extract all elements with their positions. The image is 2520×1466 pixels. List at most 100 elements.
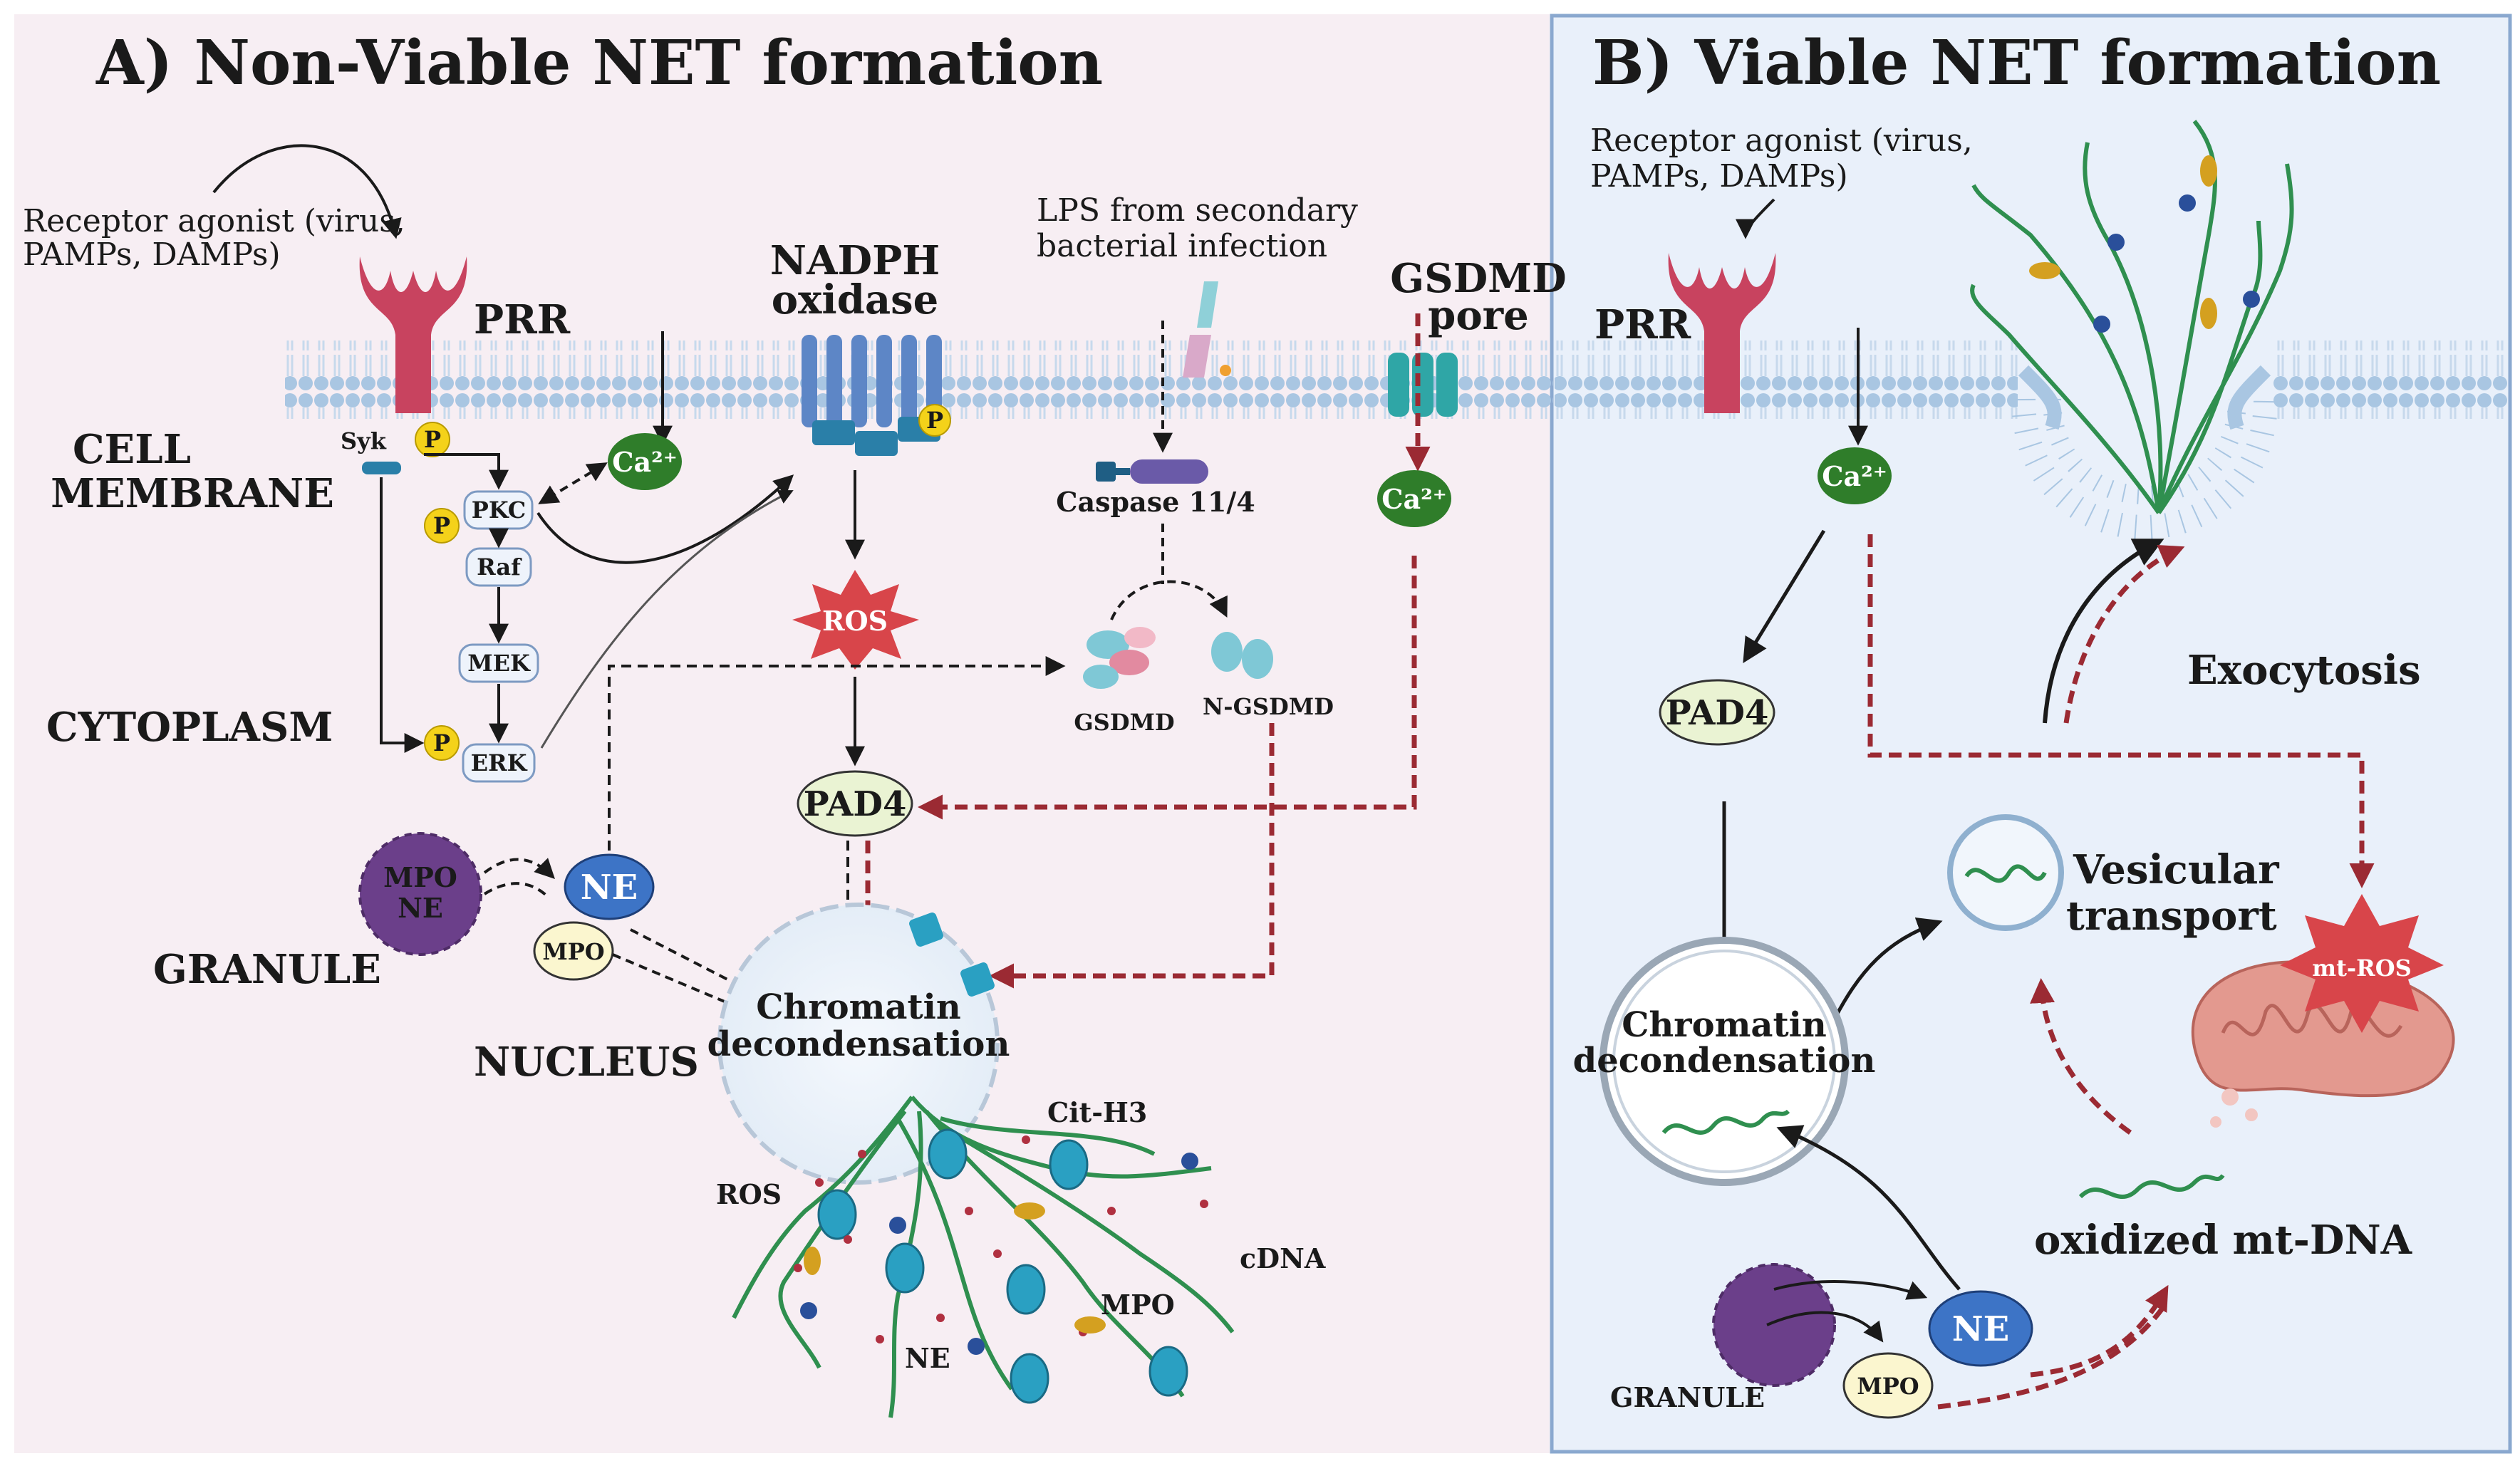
panel-a-background — [14, 14, 1550, 1453]
erk-label: ERK — [471, 749, 528, 776]
mpo-b-enzyme: MPO — [1842, 1352, 1934, 1419]
gsdmd-pore-icon — [1388, 353, 1458, 417]
receptor-agonist-b-label-2: PAMPs, DAMPs) — [1590, 158, 1848, 194]
svg-text:NE: NE — [581, 868, 638, 908]
gsdmd-pore-label: GSDMD — [1390, 255, 1566, 302]
exocytosis-label: Exocytosis — [2187, 647, 2421, 694]
nadph-oxidase-icon — [802, 335, 942, 456]
mpo-enzyme: MPO — [533, 921, 614, 981]
svg-text:ROS: ROS — [822, 605, 888, 637]
caspase-icon — [1096, 459, 1208, 484]
svg-text:P: P — [424, 426, 441, 453]
ros-burst-icon: ROS — [792, 570, 919, 670]
syk-kinase — [362, 462, 401, 474]
ca-mtros-red-arrow — [1867, 534, 2375, 888]
n-gsdmd-icon — [1211, 632, 1273, 679]
receptor-agonist-label: Receptor agonist (virus, — [23, 203, 405, 239]
prr-b-label: PRR — [1595, 301, 1691, 348]
svg-text:Ca²⁺: Ca²⁺ — [1822, 460, 1887, 492]
vesicle-icon — [1947, 814, 2064, 931]
mek-box — [458, 643, 539, 683]
pad4-b-enzyme: PAD4 — [1659, 679, 1775, 746]
n-gsdmd-label: N-GSDMD — [1203, 693, 1334, 720]
gsdmd-pore-label-2: pore — [1428, 292, 1529, 339]
receptor-agonist-label-2: PAMPs, DAMPs) — [23, 236, 281, 273]
mpo-net-label: MPO — [1101, 1289, 1175, 1321]
ne-net-label: NE — [905, 1342, 950, 1374]
phospho-badge: P — [415, 422, 450, 457]
ros-particles — [794, 1135, 1208, 1343]
ca-pad4-red-arrow — [918, 556, 1417, 820]
cdna-label: cDNA — [1240, 1242, 1326, 1274]
exocytosis-red-arrow — [2063, 544, 2185, 724]
phospho-badge-erk: P — [424, 725, 460, 761]
vesicular-label: Vesicular — [2073, 846, 2280, 893]
lps-icon — [1183, 281, 1231, 378]
panel-b-title: B) Viable NET formation — [1592, 27, 2441, 99]
raf-box — [465, 547, 532, 587]
svg-text:PAD4: PAD4 — [1666, 693, 1769, 733]
svg-text:NE: NE — [1952, 1309, 2009, 1349]
mek-label: MEK — [467, 650, 531, 677]
ne-mtdna-red-arrow — [2030, 1284, 2169, 1378]
agonist-b-arrow — [1736, 198, 1775, 239]
oxidized-mtdna-label: oxidized mt-DNA — [2034, 1217, 2413, 1264]
svg-text:P: P — [926, 407, 943, 434]
cascade-arrows — [380, 331, 794, 753]
gsdmd-label: GSDMD — [1074, 709, 1174, 736]
nucleus-b-icon — [1599, 937, 1849, 1186]
svg-text:Ca²⁺: Ca²⁺ — [1381, 483, 1447, 515]
svg-text:MPO: MPO — [542, 938, 604, 965]
svg-text:mt-ROS: mt-ROS — [2312, 955, 2412, 982]
nucleus-vesicle-arrow — [1829, 917, 1943, 1027]
mt-ros-burst-icon: mt-ROS — [2280, 894, 2444, 1033]
caspase-label: Caspase 11/4 — [1056, 486, 1255, 518]
svg-text:P: P — [433, 729, 450, 757]
svg-text:PAD4: PAD4 — [804, 784, 907, 824]
cell-membrane-b-right — [2273, 340, 2508, 419]
nadph-label-2: oxidase — [772, 276, 939, 323]
exocytosis-black-arrow — [2043, 539, 2164, 724]
prr-receptor-b-icon — [1668, 253, 1776, 413]
granule-icon: MPO NE — [358, 832, 482, 956]
granule-label: GRANULE — [153, 946, 381, 993]
raf-label: Raf — [477, 553, 522, 581]
vesicular-label-2: transport — [2066, 893, 2277, 940]
cell-membrane-b — [1555, 340, 2018, 419]
exocytosis-vesicle-icon — [2011, 365, 2278, 539]
exocytosis-beads — [2029, 155, 2260, 333]
cytoplasm-label: CYTOPLASM — [46, 704, 333, 751]
chromatin-b-label-2: decondensation — [1573, 1041, 1876, 1081]
cell-membrane-label-2: MEMBRANE — [51, 470, 334, 517]
gsdmd-cleavage-arrow — [1110, 580, 1228, 620]
panel-a-title: A) Non-Viable NET formation — [95, 27, 1103, 99]
lps-label: LPS from secondary — [1037, 192, 1358, 229]
ros-gsdmd-arrow — [608, 656, 1066, 883]
granule-b-label: GRANULE — [1610, 1381, 1765, 1413]
ca-pkc-arrow — [538, 462, 608, 504]
chromatin-label-2: decondensation — [707, 1024, 1010, 1064]
prr-label: PRR — [474, 296, 571, 343]
mpo-mtdna-red-arrow — [1937, 1301, 2168, 1410]
syk-label: Syk — [341, 427, 387, 454]
pkc-label: PKC — [472, 497, 526, 524]
cit-h3-label: Cit-H3 — [1047, 1096, 1147, 1128]
nadph-label: NADPH — [770, 237, 940, 284]
receptor-agonist-b-label: Receptor agonist (virus, — [1590, 123, 1973, 159]
pad4-enzyme: PAD4 — [797, 770, 913, 837]
lps-label-2: bacterial infection — [1037, 228, 1327, 264]
svg-text:P: P — [433, 512, 450, 539]
gsdmd-protein-icon — [1083, 627, 1156, 689]
enzyme-beads — [800, 1153, 1198, 1355]
granule-mpo-arrow — [483, 882, 550, 899]
ne-b-enzyme: NE — [1928, 1290, 2033, 1367]
ne-enzyme: NE — [564, 853, 655, 920]
mt-dna-strand — [2078, 1174, 2225, 1199]
calcium-ion-pore: Ca²⁺ — [1377, 470, 1451, 527]
ros-small-label: ROS — [716, 1178, 782, 1210]
nucleus-label: NUCLEUS — [474, 1039, 699, 1086]
chromatin-label: Chromatin — [756, 987, 961, 1027]
granule-b-icon — [1712, 1263, 1836, 1387]
